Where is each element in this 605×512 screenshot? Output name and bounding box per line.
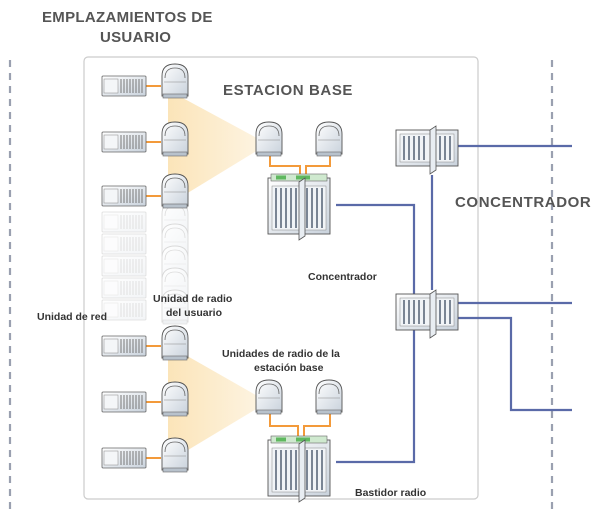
concentrator-label: Concentrador	[308, 271, 377, 283]
radio-rack-label: Bastidor radio	[355, 487, 427, 499]
user-sites-title-line1: EMPLAZAMIENTOS DE	[42, 9, 213, 26]
bs-radio-label-line2: estación base	[254, 362, 324, 374]
hub-title: CONCENTRADOR	[455, 194, 592, 211]
network-unit-label: Unidad de red	[37, 311, 108, 323]
base-station-frame	[83, 56, 479, 500]
base-station-title: ESTACION BASE	[223, 82, 354, 99]
blue-links	[336, 144, 572, 464]
user-sites-title-line2: USUARIO	[100, 29, 172, 46]
user-radio-label-line1: Unidad de radio	[153, 293, 233, 305]
orange-user-links	[146, 85, 331, 459]
upper-radio-beam	[168, 90, 268, 205]
user-radio-label-line2: del usuario	[166, 307, 223, 319]
lower-radio-beam	[168, 345, 268, 462]
radio-racks	[267, 173, 331, 503]
bs-radio-label-line1: Unidades de radio de la	[222, 348, 340, 360]
concentrator-units	[395, 125, 459, 339]
